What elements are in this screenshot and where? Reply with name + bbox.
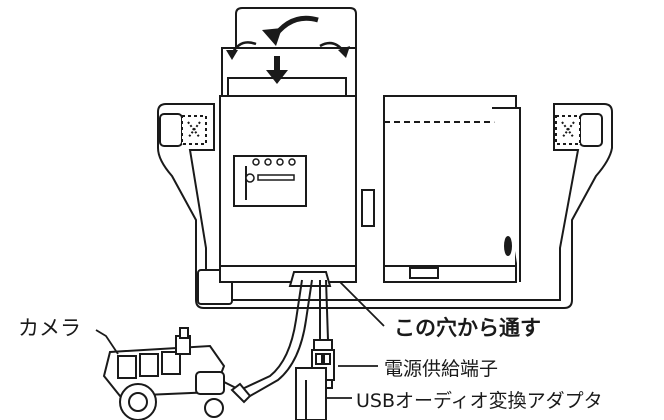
pass-through-label: この穴から通す — [394, 316, 541, 340]
arrow-down-icon — [266, 56, 288, 84]
usb-adapter — [295, 367, 327, 420]
leader-lines — [95, 281, 385, 399]
camera — [102, 327, 252, 420]
right-enclosure — [383, 95, 521, 283]
control-panel — [245, 158, 296, 183]
left-clamp — [159, 113, 207, 147]
cables — [239, 279, 336, 397]
left-enclosure — [219, 95, 357, 283]
power-terminal-label: 電源供給端子 — [384, 358, 499, 380]
lid-flap — [221, 7, 357, 109]
curved-arrow-icon — [262, 15, 319, 46]
usb-adapter-label: USBオーディオ変換アダプタ — [356, 390, 603, 412]
right-clamp — [555, 113, 603, 147]
cable-hole — [288, 271, 332, 287]
side-slot — [361, 189, 375, 227]
camera-label: カメラ — [18, 316, 81, 340]
curved-arrow-right-icon — [319, 41, 350, 58]
curved-arrow-left-icon — [226, 41, 257, 60]
